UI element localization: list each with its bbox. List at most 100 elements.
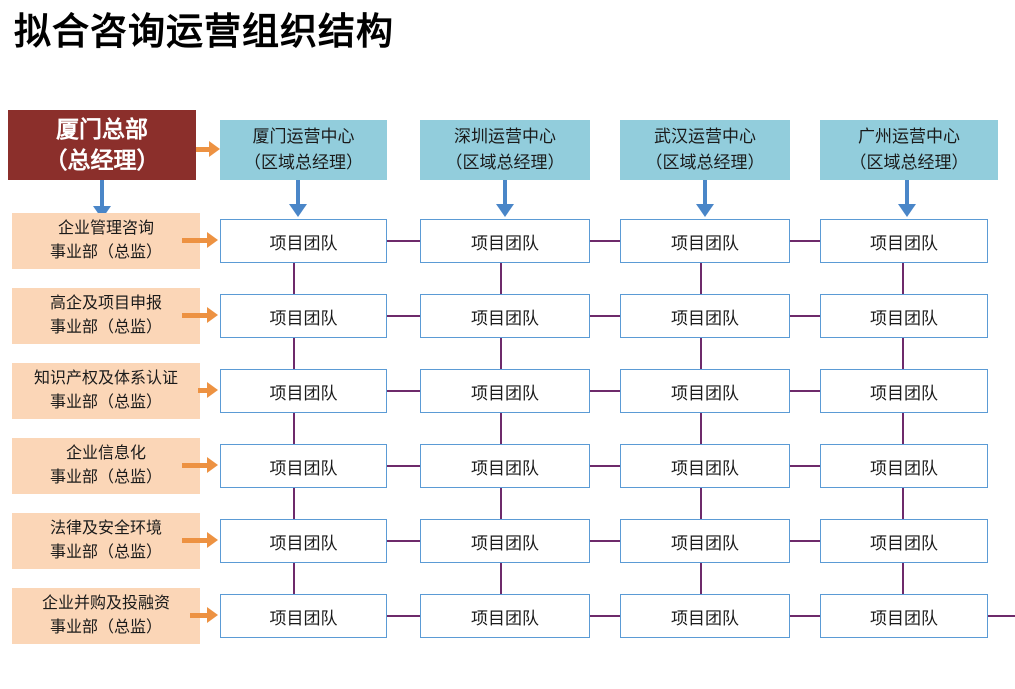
row-6-right-tail	[988, 615, 1015, 617]
department-4-arrow-head	[207, 457, 218, 473]
department-1-arrow-head	[207, 232, 218, 248]
region-header-guangzhou-line2: （区域总经理）	[849, 153, 969, 172]
team-cell-label: 项目团队	[269, 608, 338, 628]
row-5-link-col3-col4	[790, 540, 820, 542]
department-box-4[interactable]: 企业信息化 事业部（总监）	[12, 438, 200, 494]
table-row[interactable]: 项目团队	[820, 519, 988, 563]
row-4-link-col3-col4	[790, 465, 820, 467]
row-3-link-col2-col3	[590, 390, 620, 392]
team-cell-label: 项目团队	[269, 458, 338, 478]
column-4-row-connector-5	[902, 563, 904, 594]
region-shenzhen-arrowhead-icon	[496, 204, 514, 217]
table-row[interactable]: 项目团队	[420, 519, 590, 563]
team-cell-label: 项目团队	[269, 308, 338, 328]
column-1-row-connector-5	[293, 563, 295, 594]
column-1-row-connector-3	[293, 413, 295, 444]
table-row[interactable]: 项目团队	[820, 294, 988, 338]
table-row[interactable]: 项目团队	[420, 294, 590, 338]
column-3-row-connector-1	[700, 263, 702, 294]
department-box-5-line1: 法律及安全环境	[49, 520, 162, 537]
region-xiamen-down-connector	[296, 180, 300, 206]
department-box-4-line1: 企业信息化	[65, 445, 146, 462]
department-box-1[interactable]: 企业管理咨询 事业部（总监）	[12, 213, 200, 269]
team-cell-label: 项目团队	[671, 383, 739, 403]
department-box-6[interactable]: 企业并购及投融资 事业部（总监）	[12, 588, 200, 644]
table-row[interactable]: 项目团队	[820, 219, 988, 263]
table-row[interactable]: 项目团队	[220, 294, 387, 338]
table-row[interactable]: 项目团队	[220, 519, 387, 563]
department-box-2-line2: 事业部（总监）	[49, 319, 162, 336]
column-3-row-connector-2	[700, 338, 702, 369]
department-box-1-line1: 企业管理咨询	[57, 220, 154, 237]
department-box-3[interactable]: 知识产权及体系认证 事业部（总监）	[12, 363, 200, 419]
table-row[interactable]: 项目团队	[820, 594, 988, 638]
row-1-link-col3-col4	[790, 240, 820, 242]
region-header-guangzhou[interactable]: 广州运营中心 （区域总经理）	[820, 120, 998, 180]
row-2-link-col3-col4	[790, 315, 820, 317]
team-cell-label: 项目团队	[471, 233, 539, 253]
table-row[interactable]: 项目团队	[820, 444, 988, 488]
row-4-link-col1-col2	[387, 465, 420, 467]
region-header-wuhan-line2: （区域总经理）	[645, 153, 765, 172]
headquarters-line1: 厦门总部	[56, 116, 148, 142]
headquarters-line2: （总经理）	[44, 147, 160, 173]
table-row[interactable]: 项目团队	[820, 369, 988, 413]
table-row[interactable]: 项目团队	[620, 369, 790, 413]
table-row[interactable]: 项目团队	[220, 219, 387, 263]
table-row[interactable]: 项目团队	[620, 519, 790, 563]
team-cell-label: 项目团队	[870, 383, 938, 403]
column-3-row-connector-4	[700, 488, 702, 519]
department-4-arrow-shaft	[182, 463, 208, 468]
hq-to-region-arrow-shaft	[196, 147, 210, 152]
region-guangzhou-down-connector	[905, 180, 909, 206]
department-3-arrow-head	[207, 382, 218, 398]
column-3-row-connector-3	[700, 413, 702, 444]
table-row[interactable]: 项目团队	[420, 444, 590, 488]
department-box-2[interactable]: 高企及项目申报 事业部（总监）	[12, 288, 200, 344]
table-row[interactable]: 项目团队	[620, 294, 790, 338]
region-wuhan-arrowhead-icon	[696, 204, 714, 217]
headquarters-box[interactable]: 厦门总部 （总经理）	[8, 110, 196, 180]
department-2-arrow-head	[207, 307, 218, 323]
row-6-link-col3-col4	[790, 615, 820, 617]
row-1-link-col1-col2	[387, 240, 420, 242]
team-cell-label: 项目团队	[471, 533, 539, 553]
department-5-arrow-shaft	[182, 538, 208, 543]
department-3-arrow-shaft	[198, 388, 208, 393]
table-row[interactable]: 项目团队	[220, 444, 387, 488]
region-header-wuhan[interactable]: 武汉运营中心 （区域总经理）	[620, 120, 790, 180]
team-cell-label: 项目团队	[471, 608, 539, 628]
table-row[interactable]: 项目团队	[420, 219, 590, 263]
table-row[interactable]: 项目团队	[220, 369, 387, 413]
table-row[interactable]: 项目团队	[620, 594, 790, 638]
column-4-row-connector-3	[902, 413, 904, 444]
department-box-1-line2: 事业部（总监）	[49, 244, 162, 261]
row-3-link-col3-col4	[790, 390, 820, 392]
table-row[interactable]: 项目团队	[620, 219, 790, 263]
row-6-link-col2-col3	[590, 615, 620, 617]
team-cell-label: 项目团队	[671, 533, 739, 553]
team-cell-label: 项目团队	[671, 608, 739, 628]
team-cell-label: 项目团队	[870, 608, 938, 628]
table-row[interactable]: 项目团队	[420, 369, 590, 413]
region-header-xiamen[interactable]: 厦门运营中心 （区域总经理）	[220, 120, 387, 180]
department-box-5[interactable]: 法律及安全环境 事业部（总监）	[12, 513, 200, 569]
table-row[interactable]: 项目团队	[620, 444, 790, 488]
column-1-row-connector-2	[293, 338, 295, 369]
department-6-arrow-shaft	[190, 613, 208, 618]
region-header-shenzhen[interactable]: 深圳运营中心 （区域总经理）	[420, 120, 590, 180]
department-box-3-line2: 事业部（总监）	[49, 394, 162, 411]
column-2-row-connector-2	[500, 338, 502, 369]
department-box-6-line1: 企业并购及投融资	[41, 595, 170, 612]
row-5-link-col1-col2	[387, 540, 420, 542]
department-5-arrow-head	[207, 532, 218, 548]
department-box-3-line1: 知识产权及体系认证	[33, 370, 178, 387]
column-2-row-connector-5	[500, 563, 502, 594]
table-row[interactable]: 项目团队	[420, 594, 590, 638]
region-header-guangzhou-line1: 广州运营中心	[858, 127, 960, 146]
team-cell-label: 项目团队	[870, 533, 938, 553]
column-2-row-connector-4	[500, 488, 502, 519]
team-cell-label: 项目团队	[870, 233, 938, 253]
row-3-link-col1-col2	[387, 390, 420, 392]
table-row[interactable]: 项目团队	[220, 594, 387, 638]
